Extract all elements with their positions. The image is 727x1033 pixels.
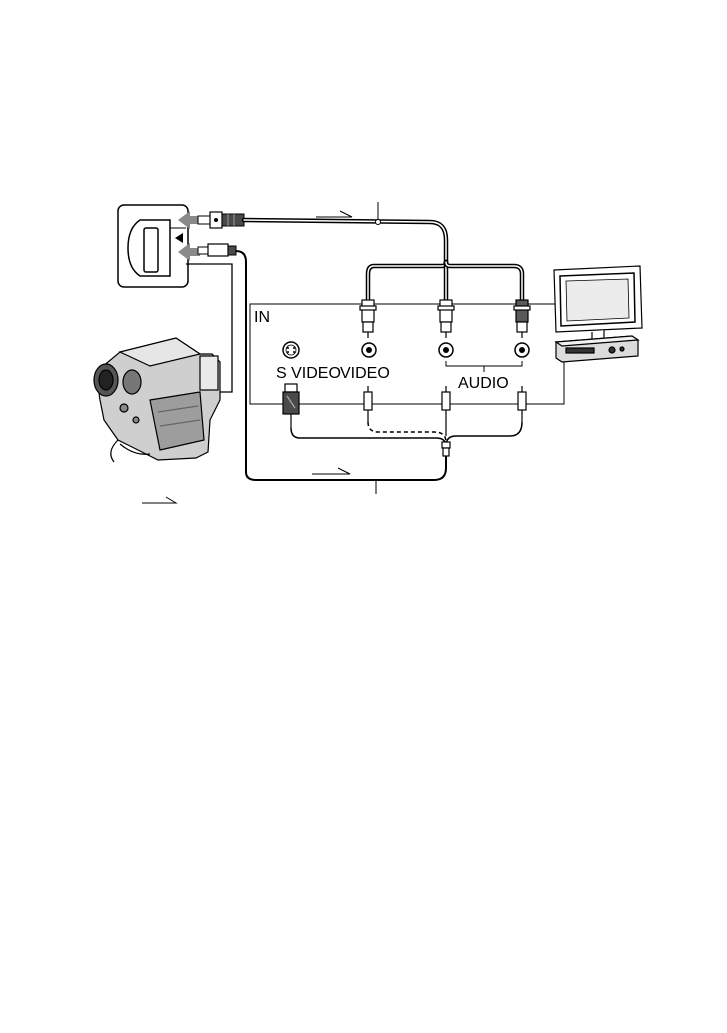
video-jack — [362, 343, 376, 357]
rca-plug-audio-right — [514, 300, 530, 338]
signal-flow-arrow-upper — [316, 211, 352, 217]
audio-bracket — [446, 361, 522, 372]
rca-plug-audio-left — [438, 300, 454, 338]
alt-plug-video — [364, 386, 372, 422]
jack-label-audio: AUDIO — [458, 375, 509, 392]
jack-label-s-video: S VIDEO — [276, 365, 341, 382]
signal-flow-arrow-lower — [312, 468, 350, 474]
signal-flow-arrow-legend — [142, 497, 176, 503]
vcr-image — [556, 336, 638, 362]
audio-jack-right — [515, 343, 529, 357]
audio-jack-left — [439, 343, 453, 357]
alt-plug-audio-left — [442, 386, 450, 436]
tv-image — [554, 266, 642, 342]
av-cable — [244, 220, 522, 300]
jack-label-video: VIDEO — [340, 365, 390, 382]
s-video-plug-bottom — [283, 384, 299, 428]
camcorder-jack-closeup — [118, 205, 200, 287]
s-video-cable-plug — [198, 244, 236, 256]
alt-plug-audio-right — [518, 386, 526, 422]
bottom-wiring — [291, 422, 522, 446]
cable-junction — [442, 442, 450, 456]
s-video-jack — [283, 342, 299, 358]
av-cable-plug — [198, 212, 244, 228]
rca-plug-video — [360, 300, 376, 338]
camcorder-image — [94, 338, 220, 462]
input-label: IN — [254, 309, 270, 326]
